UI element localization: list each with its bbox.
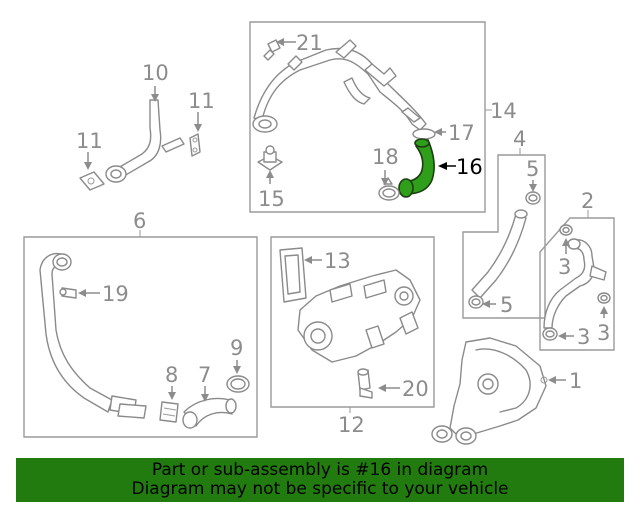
callout-18: 18	[372, 145, 399, 169]
callout-3-bottom: 3	[577, 325, 590, 349]
callout-8: 8	[165, 363, 178, 387]
bolt-21	[263, 39, 281, 61]
callout-2: 2	[581, 189, 594, 213]
thermostat-housing-12	[297, 269, 421, 363]
callout-15: 15	[258, 187, 285, 211]
group-box-14	[249, 21, 486, 213]
clamp-5-bottom	[468, 295, 484, 309]
pipe-10	[105, 99, 185, 183]
callout-3-top: 3	[558, 255, 571, 279]
callout-9: 9	[230, 336, 243, 360]
callout-21: 21	[296, 31, 323, 55]
bracket-11-left	[79, 171, 105, 191]
parts-diagram: 21 14 17 16 18 15 10 11 11 4 5 5 2 3 3 3…	[23, 21, 615, 445]
hose-4	[471, 209, 528, 299]
banner-line-2: Diagram may not be specific to your vehi…	[131, 479, 509, 499]
callout-13: 13	[324, 249, 351, 273]
sensor-15	[257, 145, 283, 171]
clamp-5-top	[525, 191, 541, 205]
pipe-6	[39, 252, 147, 419]
callout-5-bottom: 5	[500, 293, 513, 317]
hose-2	[543, 238, 607, 329]
clamp-3-right	[597, 292, 611, 304]
banner-line-1: Part or sub-assembly is #16 in diagram	[151, 460, 489, 480]
callout-16[interactable]: 16	[456, 155, 483, 179]
leader-lines	[78, 38, 608, 402]
clamp-3-bottom	[542, 327, 558, 341]
hose-7	[182, 397, 237, 429]
group-box-2	[539, 217, 615, 351]
clamp-18	[378, 177, 400, 201]
callout-20: 20	[402, 377, 429, 401]
callout-3-right: 3	[597, 321, 610, 345]
group-box-4	[462, 154, 546, 319]
callout-1: 1	[569, 369, 582, 393]
sensor-20	[357, 368, 373, 399]
callout-numbers: 21 14 17 16 18 15 10 11 11 4 5 5 2 3 3 3…	[76, 31, 610, 437]
sensor-19	[59, 287, 77, 299]
callout-5-top: 5	[526, 157, 539, 181]
housing-1	[431, 337, 548, 445]
pipe-assembly-14	[252, 39, 427, 133]
gasket-13	[279, 247, 307, 303]
info-banner: Part or sub-assembly is #16 in diagram D…	[16, 458, 624, 502]
clamp-9	[226, 375, 250, 393]
callout-12: 12	[338, 413, 365, 437]
callout-19: 19	[102, 282, 129, 306]
callout-4: 4	[513, 127, 526, 151]
o-ring-17	[412, 128, 436, 140]
clamp-3-top	[559, 224, 573, 236]
hose-16-highlighted	[398, 138, 435, 198]
group-box-6	[23, 236, 258, 438]
clamp-8	[159, 401, 179, 423]
callout-10: 10	[142, 61, 169, 85]
callout-14: 14	[490, 99, 517, 123]
callout-6: 6	[133, 209, 146, 233]
callout-17: 17	[448, 121, 475, 145]
group-box-12	[270, 236, 435, 408]
callout-11-left: 11	[76, 129, 103, 153]
callout-7: 7	[198, 363, 211, 387]
callout-11-right: 11	[188, 89, 215, 113]
bracket-11-right	[189, 133, 201, 157]
